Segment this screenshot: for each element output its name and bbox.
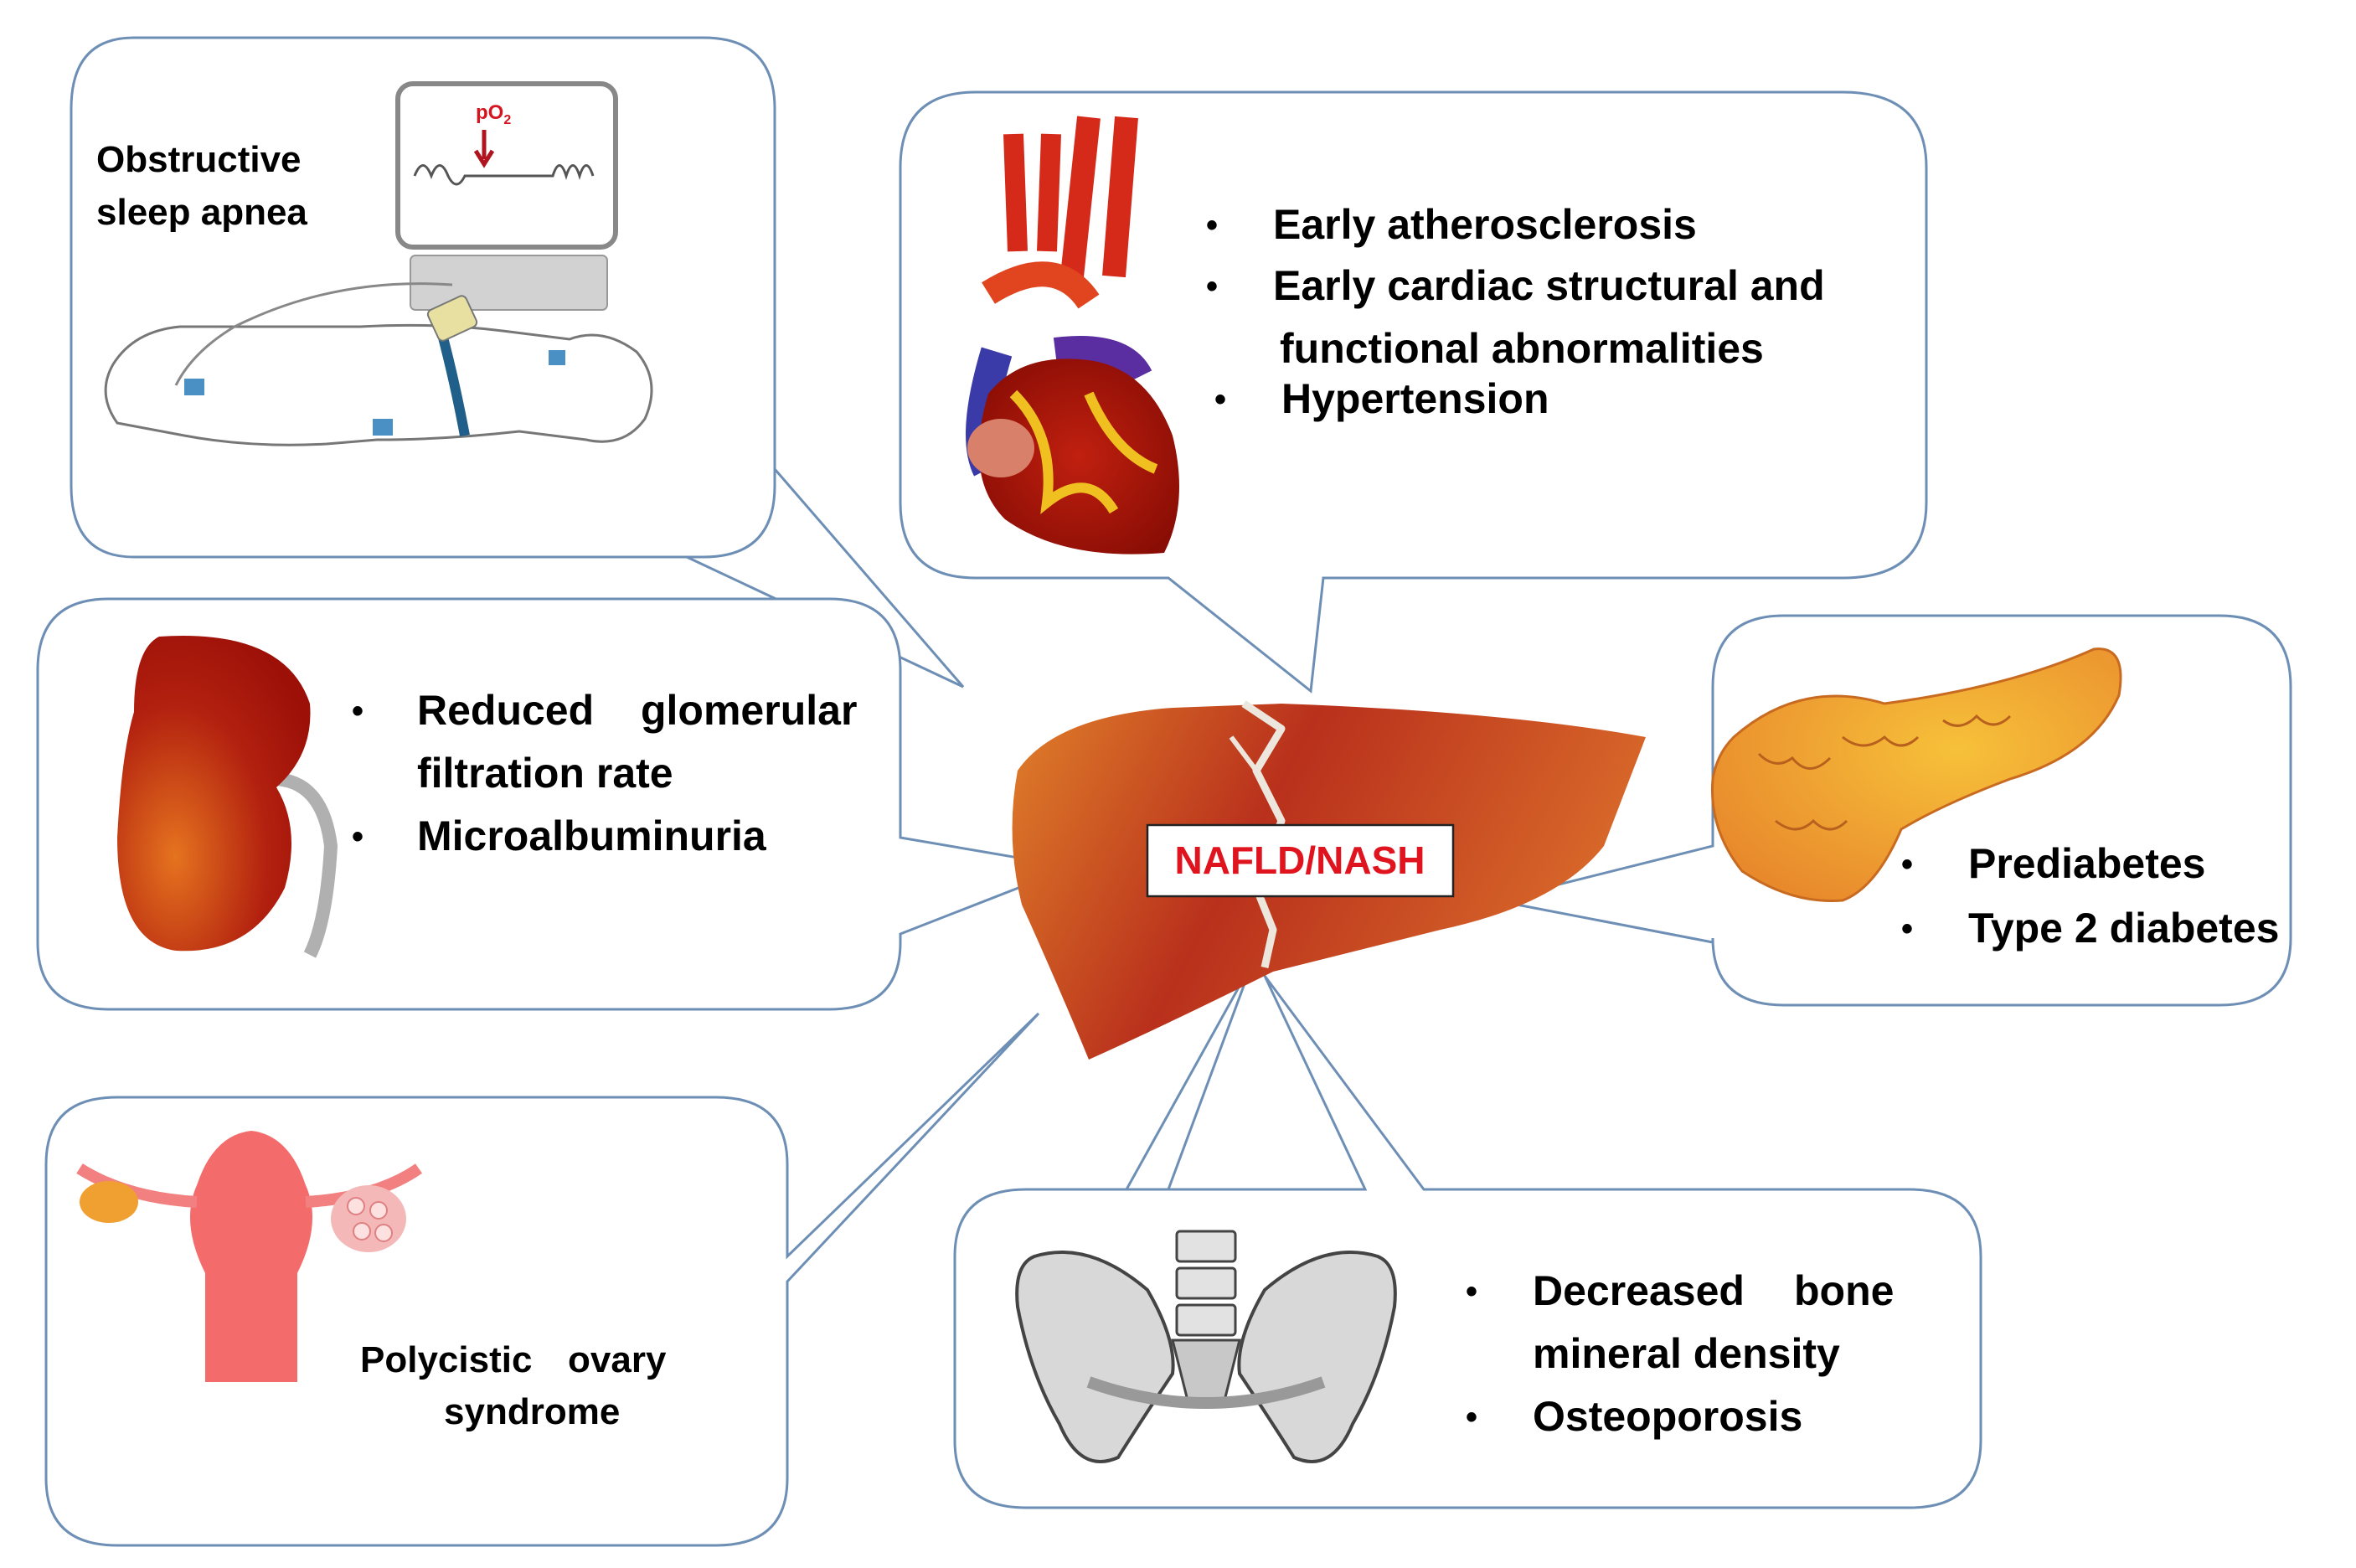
bone-item-1a: Decreased	[1533, 1267, 1745, 1314]
pancreas-item-1: Prediabetes	[1968, 840, 2205, 887]
bone-item-1c: mineral density	[1533, 1330, 1840, 1377]
pelvis-illustration	[1015, 1230, 1397, 1463]
center-label: NAFLD/NASH	[1175, 838, 1425, 882]
cardio-item-2: Early cardiac structural and	[1273, 262, 1825, 309]
patient-outline	[104, 323, 653, 446]
pancreas-illustration	[1710, 647, 2122, 903]
kidney-item-1c: filtration rate	[417, 750, 673, 797]
cardio-bullet-2: •	[1206, 268, 1218, 305]
sleep-apnea-title-line1: Obstructive	[96, 139, 302, 180]
cardio-bullet-3: •	[1214, 381, 1226, 418]
polycystic-ovary-icon	[331, 1185, 406, 1252]
kidney-bullet-2: •	[352, 818, 363, 855]
bone-item-1b: bone	[1794, 1267, 1894, 1314]
kidney-item-1b: glomerular	[641, 687, 857, 734]
pcos-title-line1a: Polycistic	[360, 1339, 532, 1380]
kidney-illustration	[117, 636, 338, 958]
bone-bullet-1: •	[1466, 1273, 1477, 1310]
cardio-bullet-1: •	[1206, 207, 1218, 244]
oxygen-waveform	[413, 164, 595, 186]
bone-bullet-2: •	[1466, 1399, 1477, 1436]
sleep-study-illustration: pO2	[104, 81, 653, 446]
pcos-title-line1b: ovary	[568, 1339, 667, 1380]
sensor-icon	[373, 419, 393, 436]
cardio-item-1: Early atherosclerosis	[1273, 201, 1697, 248]
bone-item-2: Osteoporosis	[1533, 1393, 1802, 1440]
pcos-callout	[44, 1012, 1040, 1547]
uterus-illustration	[76, 1131, 423, 1382]
center-label-box	[1146, 823, 1455, 898]
monitor-label: pO2	[476, 101, 511, 127]
pancreas-bullet-2: •	[1901, 910, 1913, 947]
pancreas-bullet-1: •	[1901, 846, 1913, 883]
cardio-item-3: Hypertension	[1281, 375, 1549, 422]
pcos-title-line2: syndrome	[444, 1391, 620, 1432]
kidney-item-2: Microalbuminuria	[417, 812, 767, 859]
monitor-icon	[395, 81, 618, 250]
sensor-icon	[184, 379, 204, 395]
ovary-icon	[80, 1181, 138, 1223]
heart-illustration	[966, 116, 1179, 554]
cardio-item-2-cont: functional abnormalities	[1280, 325, 1764, 372]
sensor-icon	[549, 350, 565, 365]
pancreas-item-2: Type 2 diabetes	[1968, 905, 2279, 952]
sleep-apnea-title-line2: sleep apnea	[96, 192, 307, 233]
kidney-item-1a: Reduced	[417, 687, 594, 734]
down-arrow-icon	[473, 130, 495, 168]
kidney-bullet-1: •	[352, 693, 363, 730]
recorder-device	[410, 255, 608, 311]
